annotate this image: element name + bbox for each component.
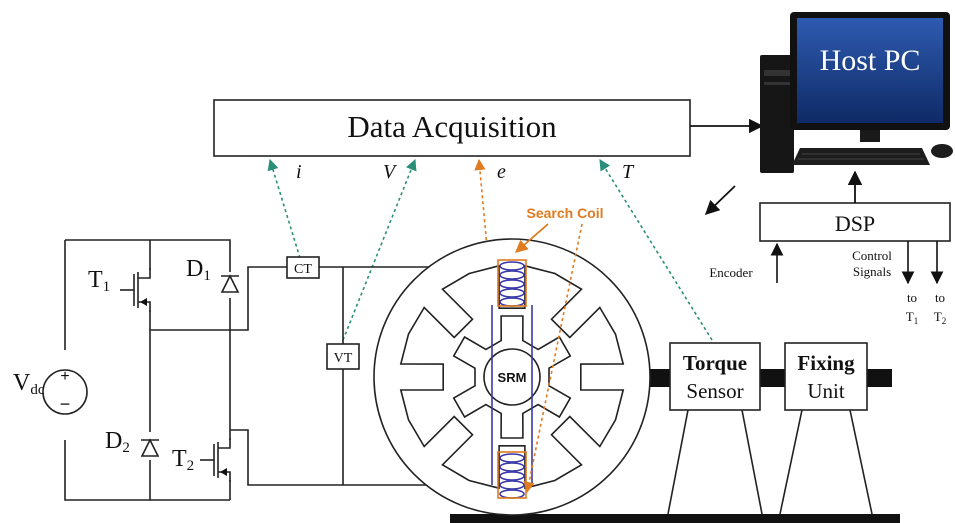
dsp-block: DSP [759, 202, 951, 242]
fixing-unit-label-line1: Fixing [797, 351, 855, 375]
switch-t1 [120, 268, 160, 312]
control-signals-label-line2: Signals [853, 264, 891, 279]
host-pc: Host PC [760, 12, 953, 173]
torque-sensor-label-line1: Torque [683, 351, 747, 375]
d1-label: D1 [186, 256, 211, 284]
winding-turn [499, 261, 525, 271]
diagonal-arrow [704, 185, 736, 216]
winding-turn [499, 453, 525, 463]
signal-e-label: e [497, 161, 506, 183]
voltage-transducer [326, 343, 360, 370]
torque-sensor-label-line2: Sensor [686, 379, 743, 403]
lower-phase-lead [230, 429, 500, 486]
ct-label: CT [294, 262, 312, 277]
upper-phase-lead [230, 266, 500, 331]
signal-i-label: i [296, 161, 302, 183]
t1-label: T1 [88, 267, 110, 295]
pc-keyboard [792, 148, 930, 165]
switch-t2 [200, 438, 240, 482]
to-t1-to: to [907, 290, 917, 305]
winding-turn [499, 270, 525, 280]
control-signals-label-line1: Control [852, 248, 892, 263]
vdc-minus: − [60, 394, 71, 414]
emf-signal-arrow [474, 158, 489, 259]
host-pc-label: Host PC [820, 44, 921, 77]
search-coil-lower [497, 451, 527, 499]
pc-monitor-screen [797, 18, 943, 123]
d2-label: D2 [105, 428, 130, 456]
dsp-label: DSP [835, 211, 875, 236]
current-transducer [286, 256, 320, 279]
diode-d2 [140, 432, 160, 460]
data-acquisition-box [213, 99, 691, 157]
fixing-unit: Fixing Unit [779, 342, 873, 515]
srm-shaft-circle [483, 348, 541, 406]
to-t1-label: T1 [906, 309, 918, 326]
vdc-plus: + [60, 368, 69, 385]
power-converter: + − Vdc T1 D1 D2 [13, 239, 500, 501]
search-coil-label: Search Coil [526, 205, 603, 221]
signal-t-label: T [622, 161, 635, 183]
vdc-label: Vdc [13, 370, 45, 398]
winding-turn [499, 471, 525, 481]
current-signal-arrow [267, 158, 301, 259]
bench-base [450, 514, 900, 523]
pc-mouse [931, 144, 953, 158]
data-acquisition-label: Data Acquisition [347, 109, 557, 144]
encoder-label: Encoder [709, 265, 753, 280]
torque-signal-arrow [599, 159, 713, 341]
winding-turn [499, 462, 525, 472]
winding-turn [499, 288, 525, 298]
srm-label: SRM [498, 370, 527, 385]
voltage-signal-arrow [342, 158, 417, 341]
to-t2-to: to [935, 290, 945, 305]
search-coil-upper [497, 259, 527, 307]
srm-motor: SRM [373, 238, 651, 516]
winding-turn [499, 279, 525, 289]
to-t2-label: T2 [934, 309, 946, 326]
fixing-unit-label-line2: Unit [807, 379, 845, 403]
vt-label: VT [334, 351, 353, 366]
diode-d1 [220, 272, 240, 298]
data-acquisition-block: Data Acquisition [213, 99, 691, 157]
vdc-source [42, 369, 88, 415]
signal-v-label: V [383, 161, 398, 183]
t2-label: T2 [172, 446, 194, 474]
torque-sensor: Torque Sensor [667, 342, 763, 515]
search-coil-pointer-upper [515, 223, 549, 253]
